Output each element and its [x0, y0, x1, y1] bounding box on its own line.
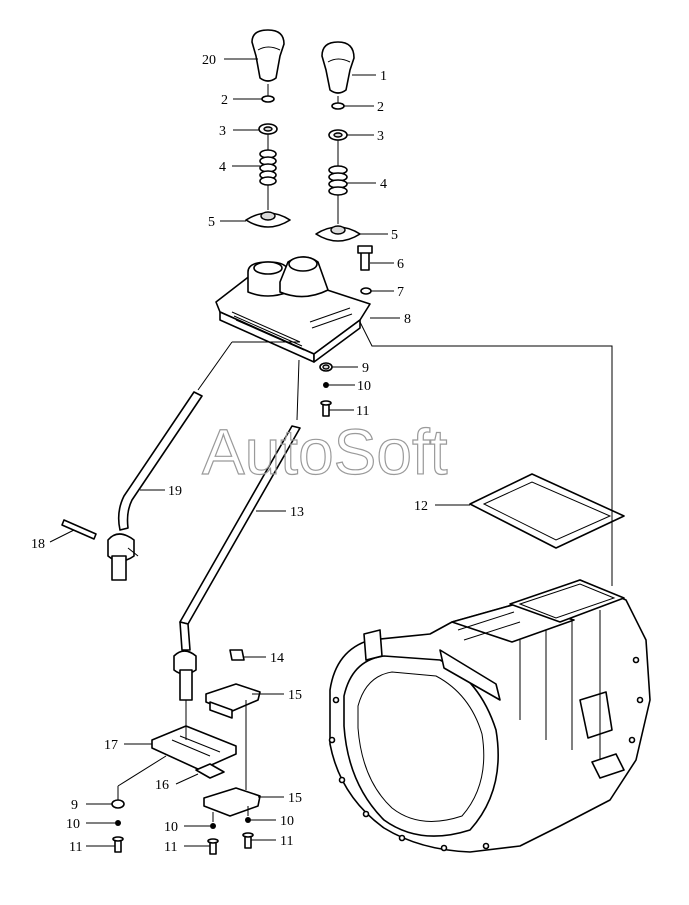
callout-10-top: 10: [357, 379, 371, 394]
callout-3-right: 3: [377, 129, 384, 144]
callout-18: 18: [31, 537, 45, 552]
callout-10-bottom-right: 10: [280, 814, 294, 829]
callout-9-bottom: 9: [71, 798, 78, 813]
callout-4-left: 4: [219, 160, 226, 175]
gasket-12: [469, 473, 625, 549]
washer-right: [331, 102, 345, 110]
callout-6: 6: [397, 257, 404, 272]
knob-left: [251, 29, 285, 82]
callout-20: 20: [202, 53, 216, 68]
washer-7: [360, 287, 372, 295]
plate-17: [151, 725, 237, 771]
lever-rod-19: [61, 341, 300, 581]
callout-10-bottom-mid: 10: [164, 820, 178, 835]
pin-14: [229, 649, 245, 661]
plate-15-lower: [203, 787, 261, 817]
bolt-6: [360, 251, 370, 271]
callout-9-top: 9: [362, 361, 369, 376]
plate-assembly: [151, 649, 261, 817]
callout-5-right: 5: [391, 228, 398, 243]
callout-1: 1: [380, 69, 387, 84]
callout-11-top: 11: [356, 404, 369, 419]
callout-2-right: 2: [377, 100, 384, 115]
callout-5-left: 5: [208, 215, 215, 230]
spring-left: [259, 149, 277, 186]
callout-8: 8: [404, 312, 411, 327]
washer-left: [261, 95, 275, 103]
watermark: AutoSoft: [202, 416, 448, 488]
callout-10-bottom-left: 10: [66, 817, 80, 832]
leader-lines: [49, 58, 470, 847]
callout-14: 14: [270, 651, 284, 666]
shift-cover-8: [215, 245, 373, 363]
callout-11-bottom-right: 11: [280, 834, 293, 849]
callout-17: 17: [104, 738, 118, 753]
callout-11-bottom-mid: 11: [164, 840, 177, 855]
callout-4-right: 4: [380, 177, 387, 192]
bottom-fasteners: [111, 755, 254, 855]
cover-fasteners: [319, 362, 333, 417]
housing-bolt-holes: [328, 656, 644, 852]
callout-3-left: 3: [219, 124, 226, 139]
right-knob-assembly: [315, 41, 361, 242]
left-knob-assembly: [245, 29, 291, 228]
callout-7: 7: [397, 285, 404, 300]
callout-labels: 20 2 3 4 5 1 2 3 4 5 6 7 8 9 10 11 19 13…: [31, 53, 428, 855]
callout-11-bottom-left: 11: [69, 840, 82, 855]
pin-18: [61, 519, 97, 540]
knob-right: [321, 41, 355, 94]
callout-19: 19: [168, 484, 182, 499]
callout-16: 16: [155, 778, 169, 793]
spring-right: [328, 165, 348, 196]
lever-rod-13: [173, 359, 301, 718]
callout-15-upper: 15: [288, 688, 302, 703]
callout-2-left: 2: [221, 93, 228, 108]
callout-12: 12: [414, 499, 428, 514]
callout-13: 13: [290, 505, 304, 520]
spring-16: [195, 763, 225, 779]
callout-15-lower: 15: [288, 791, 302, 806]
transmission-housing: [328, 321, 651, 853]
